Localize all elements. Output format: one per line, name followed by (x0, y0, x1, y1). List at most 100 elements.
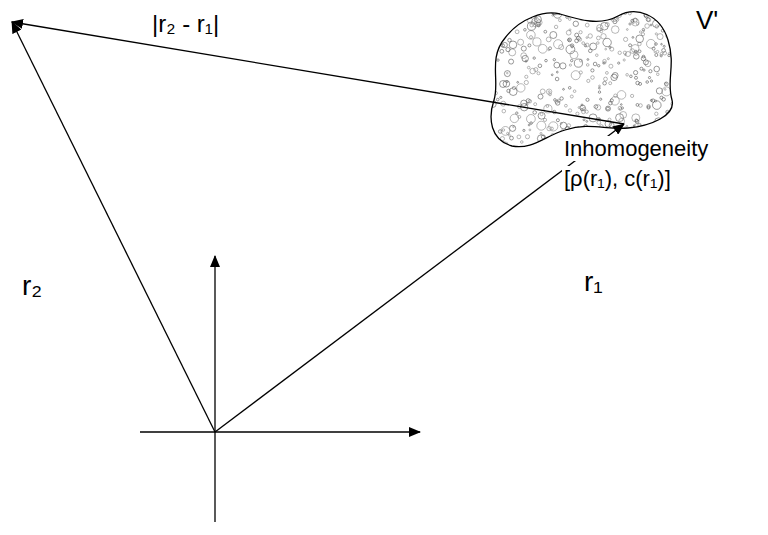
particle (487, 144, 490, 147)
particle (540, 89, 545, 94)
particle (661, 122, 663, 124)
particle (542, 146, 548, 152)
particle (527, 66, 530, 69)
particle (614, 94, 617, 97)
particle (502, 109, 506, 113)
particle (555, 8, 558, 11)
particle (530, 23, 534, 27)
particle (647, 39, 656, 48)
vector-label: r₂ (20, 270, 44, 302)
particle (517, 81, 519, 83)
particle (609, 46, 611, 48)
particle (500, 96, 502, 98)
particle (485, 36, 488, 39)
particle (546, 105, 549, 108)
particle (534, 68, 538, 72)
particle (585, 12, 591, 18)
particle (663, 118, 669, 124)
particle (503, 81, 510, 88)
particle (568, 109, 571, 112)
particle (526, 99, 530, 103)
particle (576, 112, 579, 115)
particle (493, 136, 496, 139)
particle (667, 125, 669, 127)
particle (598, 91, 600, 93)
particle (620, 112, 627, 119)
particle (510, 19, 514, 23)
particle (509, 49, 516, 56)
particle (618, 62, 620, 64)
distance-label: |r₂ - r₁| (150, 10, 221, 38)
particle (533, 38, 541, 46)
particle (573, 21, 578, 26)
particle (582, 110, 586, 114)
particle (611, 74, 617, 80)
particle (661, 43, 663, 45)
particle (517, 84, 525, 92)
particle (528, 44, 531, 47)
particle (669, 115, 677, 123)
particle (599, 87, 601, 89)
particle (560, 63, 566, 69)
particle (647, 105, 650, 108)
particle (648, 77, 650, 79)
particle (525, 60, 527, 62)
particle (533, 111, 537, 115)
particle (659, 125, 661, 127)
particle (484, 71, 487, 74)
particle (635, 76, 638, 79)
particle (523, 129, 525, 131)
volume-label: V' (694, 6, 720, 36)
particle (657, 73, 660, 76)
particle (643, 30, 645, 32)
particle (641, 33, 644, 36)
particle (675, 118, 678, 121)
particle (504, 23, 506, 25)
particle (493, 142, 495, 144)
particle (584, 44, 586, 46)
particle (618, 106, 622, 110)
particle (509, 59, 514, 64)
particle (533, 57, 535, 59)
particle (500, 18, 506, 24)
particle (673, 14, 676, 17)
particle (629, 44, 632, 47)
difference-vector (12, 22, 624, 124)
particle (606, 106, 611, 111)
particle (655, 25, 658, 28)
particle (515, 30, 519, 34)
particle (485, 123, 491, 129)
particle (664, 89, 666, 91)
particle (493, 143, 495, 145)
particle (670, 40, 674, 44)
particle (610, 47, 614, 51)
particle (557, 9, 562, 14)
particle (571, 59, 573, 61)
particle (538, 94, 543, 99)
particle (521, 141, 524, 144)
particle (568, 18, 571, 21)
particle (492, 139, 494, 141)
particle (581, 104, 583, 106)
particle (658, 125, 666, 133)
particle (623, 51, 626, 54)
particle (663, 128, 667, 132)
particle (555, 77, 559, 81)
particle (540, 132, 542, 134)
particle (593, 62, 597, 66)
particle (663, 51, 667, 55)
particle (640, 67, 643, 70)
particle (596, 54, 599, 57)
particle (554, 62, 560, 68)
particle (629, 23, 631, 25)
particle (585, 43, 589, 47)
particle (566, 30, 571, 35)
particle (630, 75, 633, 78)
particle (599, 131, 601, 133)
particle (504, 71, 510, 77)
particle (501, 44, 504, 47)
particle (527, 31, 536, 40)
particle (655, 33, 657, 35)
particle (489, 50, 493, 54)
particle (666, 14, 668, 16)
